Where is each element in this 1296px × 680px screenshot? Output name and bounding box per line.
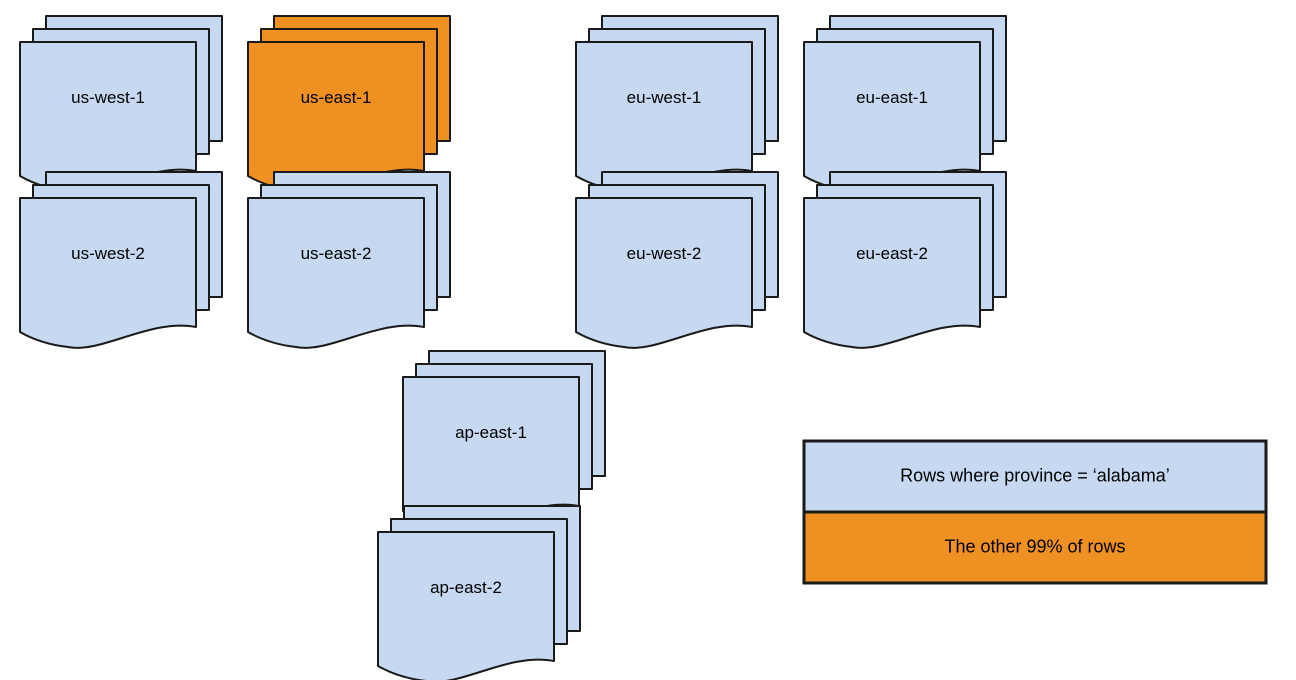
stack-label-eu-east-2: eu-east-2 <box>856 244 928 263</box>
document-sheet-us-east-1-layer-0 <box>247 41 425 193</box>
document-sheet-eu-east-1-layer-0 <box>803 41 981 193</box>
document-sheet-ap-east-2-layer-0 <box>377 531 555 680</box>
document-sheet-eu-west-2-layer-0 <box>575 197 753 349</box>
document-stack-ap-east-1[interactable]: ap-east-1 <box>402 350 606 528</box>
stack-label-us-west-2: us-west-2 <box>71 244 145 263</box>
document-stack-us-east-1[interactable]: us-east-1 <box>247 15 451 193</box>
document-sheet-us-east-2-layer-0 <box>247 197 425 349</box>
document-sheet-eu-west-1-layer-0 <box>575 41 753 193</box>
document-stack-eu-east-2[interactable]: eu-east-2 <box>803 171 1007 349</box>
stack-label-us-east-2: us-east-2 <box>301 244 372 263</box>
stack-label-us-east-1: us-east-1 <box>301 88 372 107</box>
document-stack-us-east-2[interactable]: us-east-2 <box>247 171 451 349</box>
document-stack-eu-west-2[interactable]: eu-west-2 <box>575 171 779 349</box>
legend-swatch-legend-orange <box>802 510 1268 585</box>
legend-label-legend-blue: Rows where province = ‘alabama’ <box>900 465 1170 485</box>
document-sheet-us-west-1-layer-0 <box>19 41 197 193</box>
document-sheet-ap-east-1-layer-0 <box>402 376 580 528</box>
stack-label-us-west-1: us-west-1 <box>71 88 145 107</box>
document-stack-ap-east-2[interactable]: ap-east-2 <box>377 505 581 680</box>
legend-label-legend-orange: The other 99% of rows <box>944 536 1125 556</box>
stack-label-eu-east-1: eu-east-1 <box>856 88 928 107</box>
stack-label-ap-east-2: ap-east-2 <box>430 578 502 597</box>
stack-label-ap-east-1: ap-east-1 <box>455 423 527 442</box>
stack-label-eu-west-1: eu-west-1 <box>627 88 702 107</box>
document-sheet-eu-east-2-layer-0 <box>803 197 981 349</box>
document-stack-us-west-1[interactable]: us-west-1 <box>19 15 223 193</box>
document-stack-eu-east-1[interactable]: eu-east-1 <box>803 15 1007 193</box>
stack-label-eu-west-2: eu-west-2 <box>627 244 702 263</box>
document-sheet-us-west-2-layer-0 <box>19 197 197 349</box>
document-stack-us-west-2[interactable]: us-west-2 <box>19 171 223 349</box>
document-stack-eu-west-1[interactable]: eu-west-1 <box>575 15 779 193</box>
legend: Rows where province = ‘alabama’ The other… <box>802 439 1268 585</box>
